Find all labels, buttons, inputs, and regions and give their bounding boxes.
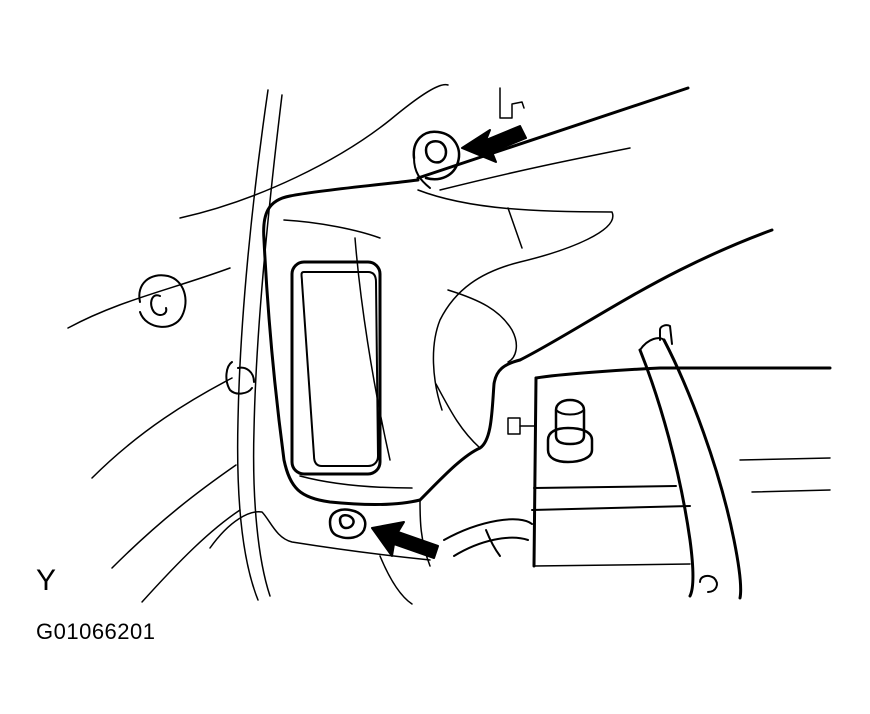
figure-code: G01066201 bbox=[36, 619, 156, 644]
fender-edge-lower bbox=[418, 228, 774, 567]
lower-bolt bbox=[328, 508, 367, 540]
hose bbox=[379, 518, 533, 605]
duct-opening bbox=[290, 260, 382, 476]
battery-hold-down bbox=[638, 324, 743, 600]
view-letter: Y bbox=[36, 564, 57, 597]
upper-bolt-arrow bbox=[461, 125, 527, 163]
hook-bracket bbox=[138, 274, 187, 328]
battery bbox=[507, 366, 832, 568]
upper-bolt bbox=[412, 130, 461, 189]
panel-clip bbox=[225, 361, 255, 395]
body-background-lines bbox=[67, 83, 449, 603]
upper-body-lines bbox=[416, 86, 690, 249]
lower-bolt-arrow bbox=[371, 521, 439, 559]
air-duct-housing bbox=[262, 178, 614, 506]
battery-terminal bbox=[546, 398, 594, 464]
